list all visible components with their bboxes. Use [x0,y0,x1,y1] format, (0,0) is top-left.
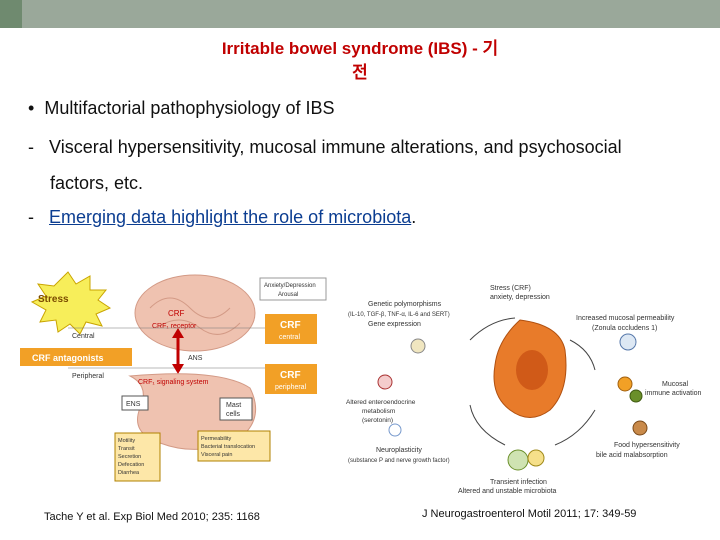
secretion-label: Secretion [118,454,141,460]
header-accent [0,0,22,28]
crf-signaling-label: CRF₁ signaling system [138,379,209,386]
stress-factor-label: Stress (CRF) [490,285,531,292]
ens-box [121,395,149,411]
immune-cell-icon [629,389,643,403]
permeability-box [197,430,271,462]
cycle-arrow [469,404,506,446]
genetic-label: Genetic polymorphisms [368,301,442,308]
cycle-arrow [554,409,596,446]
permeability-label: Permeability [201,436,232,442]
bacterial-label: Bacterial translocation [201,444,255,450]
motility-box [114,432,161,482]
diarrhea-label: Diarrhea [118,470,140,476]
bile-acid-label: bile acid malabsorption [596,452,668,459]
defecation-label: Defecation [118,462,144,468]
ans-arrowhead-down [172,364,184,374]
serotonin-icon [377,374,393,390]
visceral-pain-label: Visceral pain [201,452,232,458]
cycle-arrow [469,317,516,341]
stress-starburst [30,271,112,335]
neuroplasticity-sub-label: (substance P and nerve growth factor) [348,458,450,464]
gut-lumen [516,350,548,390]
mast-cells-box [219,397,253,421]
cell-junction-icon [619,333,637,351]
bullet-marker: • [28,98,35,118]
crf-central-box [265,314,317,344]
bullet-line: • Multifactorial pathophysiology of IBS [28,98,334,119]
crf-antagonists-label: CRF antagonists [32,353,104,363]
citation-left: Tache Y et al. Exp Biol Med 2010; 235: 1… [44,511,260,523]
transient-infection-label: Transient infection [490,479,547,486]
microbiota-link[interactable]: Emerging data highlight the role of micr… [49,207,412,227]
crf-central-sub-label: central [279,334,300,341]
arousal-label: Arousal [278,292,298,298]
anxiety-box [259,277,327,301]
zonula-label: (Zonula occludens 1) [592,325,657,332]
serotonin-label: (serotonin) [362,417,393,424]
brain-fold [149,297,231,319]
crf-central-label: CRF [280,320,301,331]
crf-peripheral-label: CRF [280,370,301,381]
ens-label: ENS [126,401,141,408]
crf-antagonists-box [20,348,132,366]
dash-line-2-tail: . [411,207,417,227]
neuroplasticity-label: Neuroplasticity [376,447,422,454]
mucosal-label: Mucosal [662,381,689,388]
gene-expression-label: Gene expression [368,321,421,328]
altered-microbiota-label: Altered and unstable microbiota [458,488,557,495]
mast-cells-label: Mast [226,402,241,409]
mast-cells-label-2: cells [226,411,241,418]
dash-line-1-text: Visceral hypersensitivity, mucosal immun… [49,137,622,157]
food-hypersensitivity-label: Food hypersensitivity [614,442,680,449]
metabolism-label: metabolism [362,408,395,415]
neuron-icon [388,423,402,437]
crf-receptor-sub-label: CRF₁ receptor [152,323,197,330]
genetic-list-label: (IL-10, TGF-β, TNF-α, IL-6 and SERT) [348,312,450,318]
dash-marker: - [28,137,34,157]
permeability-factor-label: Increased mucosal permeability [576,315,675,322]
anxiety-label: Anxiety/Depression [264,283,316,289]
ans-arrowhead-up [172,328,184,338]
dash-line-1: - Visceral hypersensitivity, mucosal imm… [28,137,622,158]
immune-cell-icon [617,376,633,392]
ans-label: ANS [188,355,203,362]
crf-pathway-figure: Stress Anxiety/Depression Arousal CRF CR… [20,268,330,503]
crf-peripheral-sub-label: peripheral [275,384,307,391]
slide-title-continued: 전 [352,63,368,82]
microbiota-icon [507,449,529,471]
motility-label: Motility [118,438,135,444]
crf-peripheral-box [265,364,317,394]
slide-title: Irritable bowel syndrome (IBS) - 기 [221,39,499,58]
slide-header-bar [0,0,720,28]
dash-line-1-continued: factors, etc. [50,173,144,193]
enteroendocrine-label: Altered enteroendocrine [346,399,416,406]
dash-marker: - [28,207,34,227]
peripheral-label: Peripheral [72,373,104,380]
dash-line-2: - Emerging data highlight the role of mi… [28,207,416,228]
microbiota-icon [527,449,545,467]
citation-right: J Neurogastroenterol Motil 2011; 17: 349… [422,508,637,520]
immune-activation-label: immune activation [645,390,702,397]
bullet-text: Multifactorial pathophysiology of IBS [44,98,335,118]
transit-label: Transit [118,446,135,452]
ibs-factors-figure: Stress (CRF) anxiety, depression Genetic… [340,280,712,500]
central-label: Central [72,333,95,340]
dna-icon [410,338,426,354]
crf-receptor-label: CRF [168,309,185,318]
cycle-arrow [569,339,596,371]
food-icon [632,420,648,436]
stress-factor-sub-label: anxiety, depression [490,294,550,301]
stress-label: Stress [38,294,69,305]
